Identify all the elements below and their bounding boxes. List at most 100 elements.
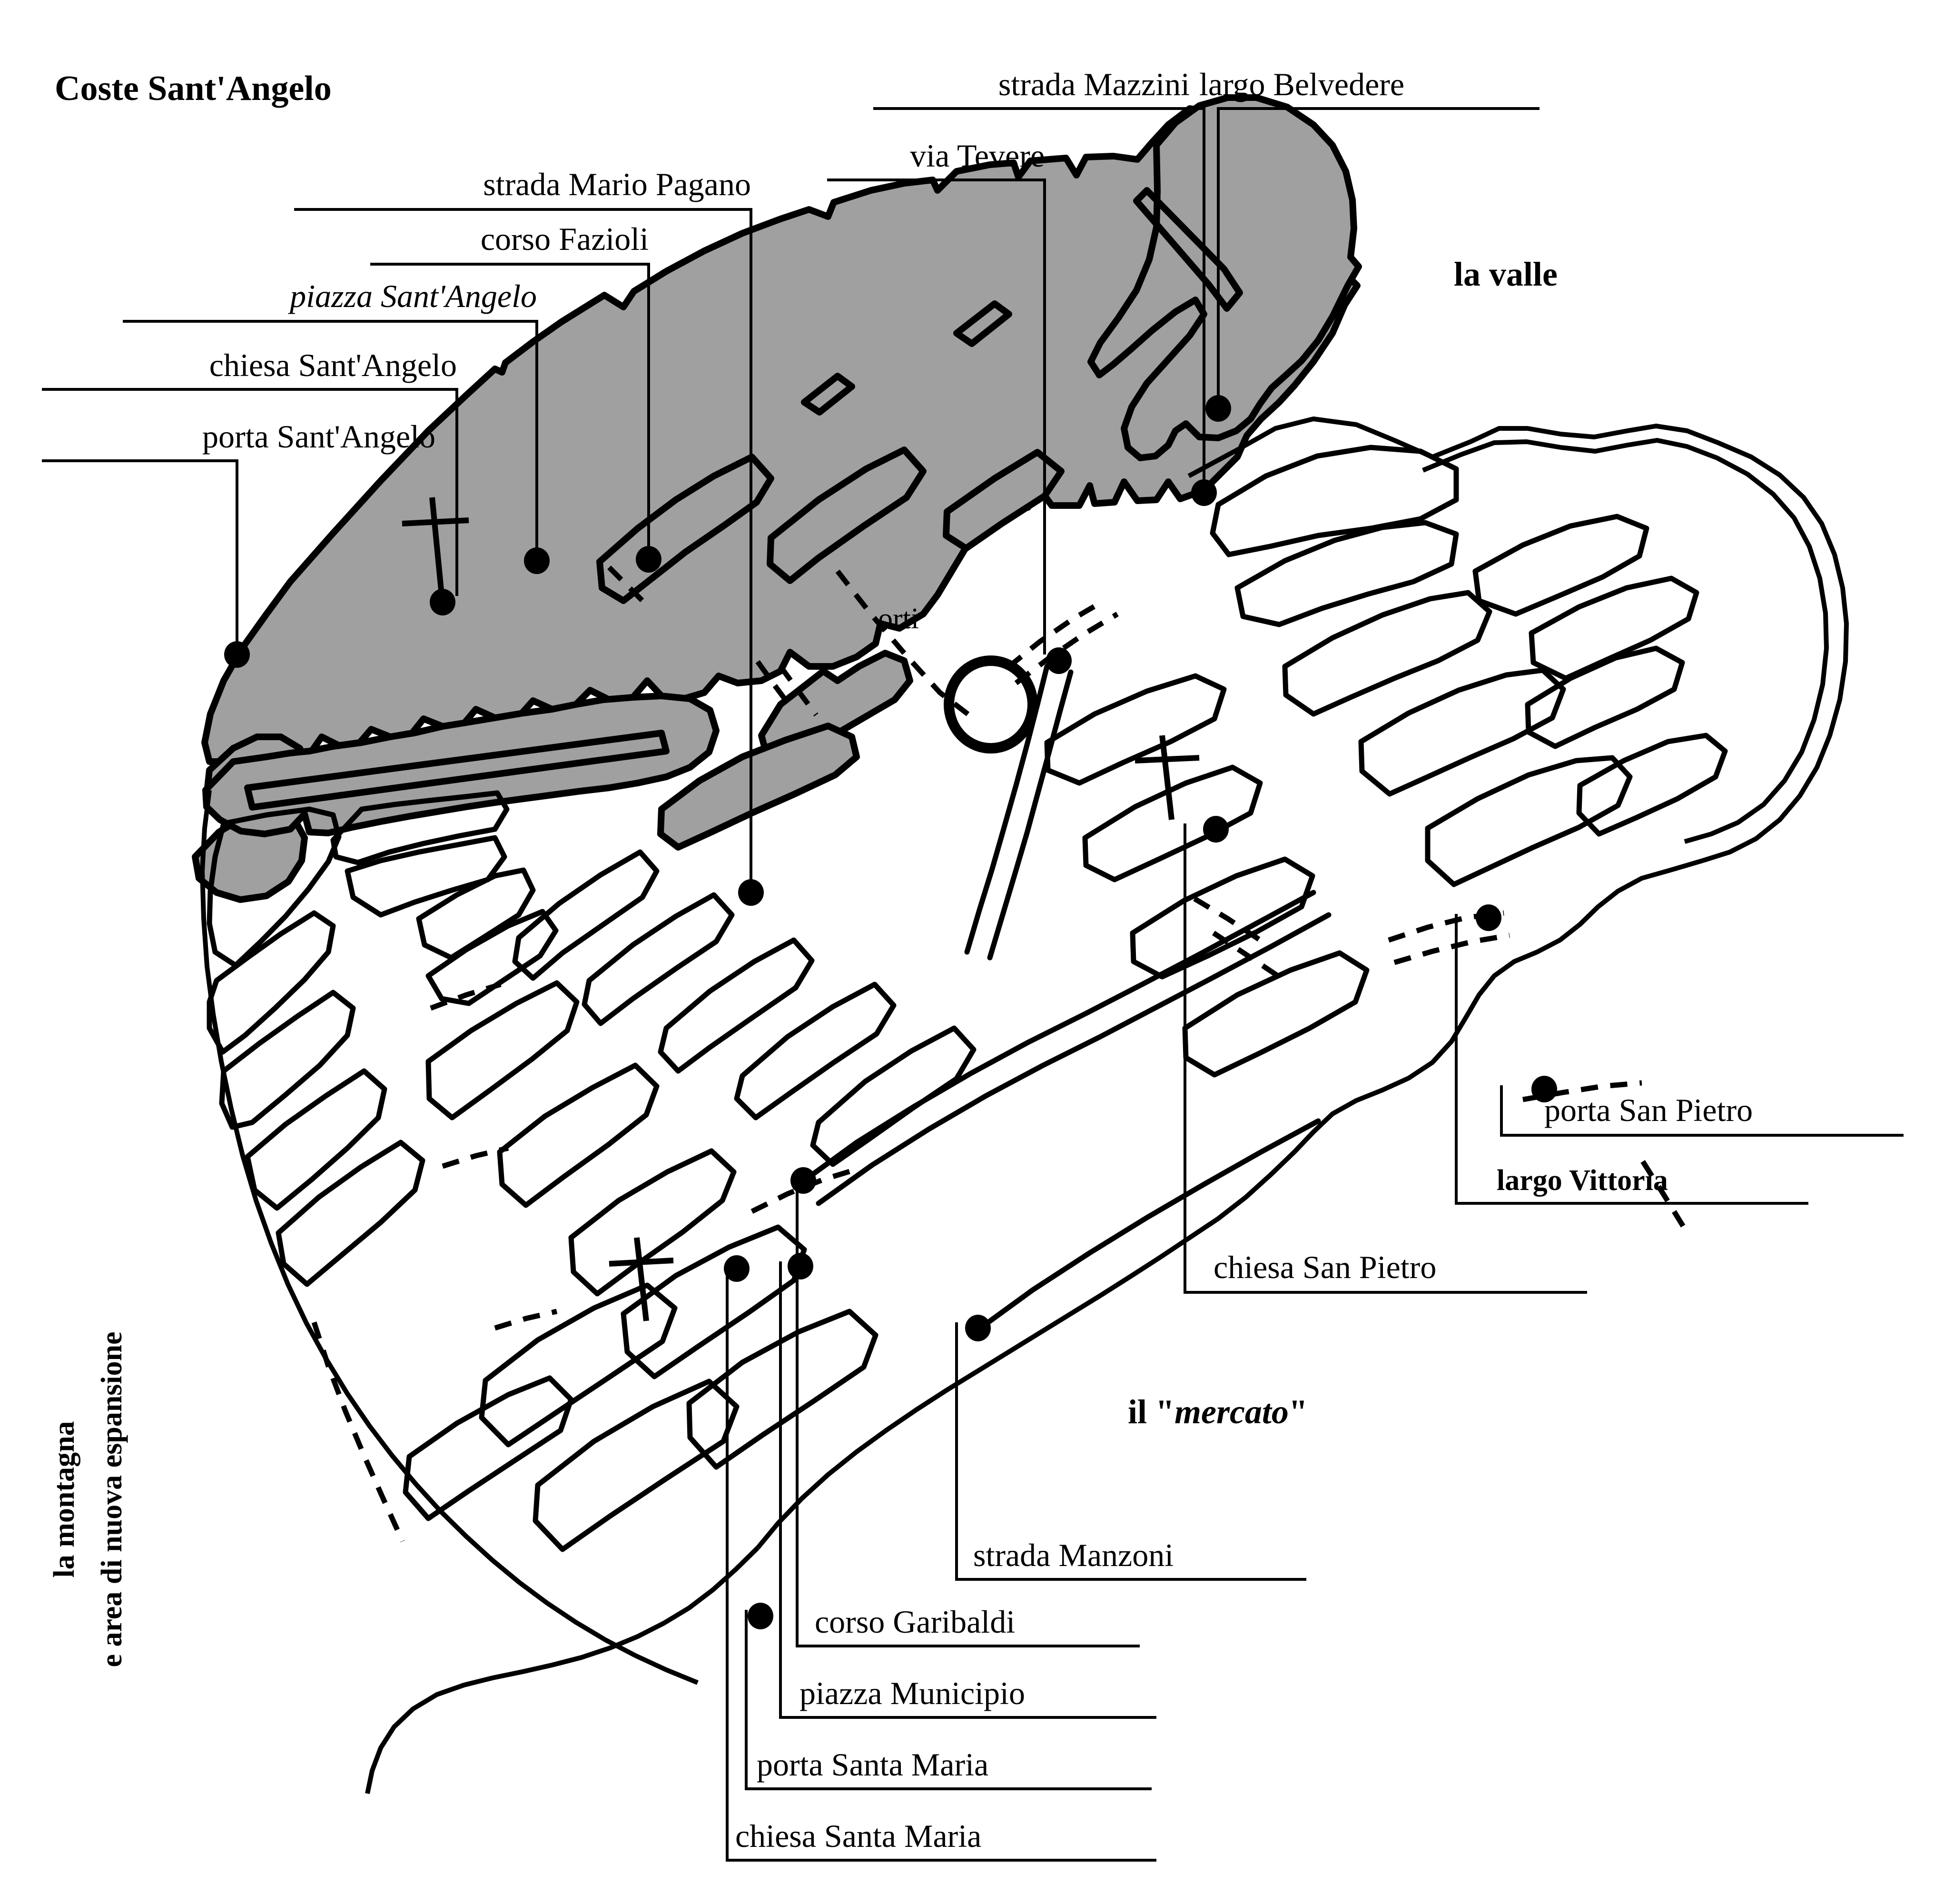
built-up-block-row-1 — [202, 693, 720, 837]
dashed-path-nw-3 — [778, 664, 819, 717]
leader-label-largo-vittoria: largo Vittoria — [1497, 1164, 1668, 1197]
leader-label-corso-garibaldi: corso Garibaldi — [815, 1604, 1015, 1640]
leader-corso-garibaldi — [796, 1176, 1140, 1647]
leader-chiesa-santa-maria — [726, 1265, 1156, 1862]
leader-chiesa-sant-angelo — [42, 388, 458, 596]
leader-label-piazza-sant-angelo: piazza Sant'Angelo — [288, 278, 537, 314]
parcel-mid-1 — [425, 980, 580, 1121]
marker-largo-belvedere — [1205, 395, 1231, 422]
rotated-label-la-montagna: la montagna — [48, 1421, 80, 1578]
dashed-path-parcel-2 — [442, 1145, 509, 1169]
leader-piazza-sant-angelo — [123, 320, 538, 555]
dashed-path-nw-2 — [755, 660, 795, 711]
parcel-long-2 — [582, 892, 735, 1026]
parcel-east-3 — [1282, 590, 1492, 717]
leader-piazza-municipio — [779, 1261, 1156, 1719]
marker-strada-mario-pagano — [738, 879, 764, 906]
marker-dots-group — [224, 395, 1557, 1629]
mercato-italic: mercato — [1174, 1393, 1289, 1431]
parcel-east-5 — [1425, 755, 1633, 887]
leader-label-corso-fazioli: corso Fazioli — [481, 221, 649, 257]
cross-san-pietro — [1135, 735, 1200, 820]
leader-label-largo-belvedere: largo Belvedere — [1199, 66, 1404, 102]
leader-largo-vittoria — [1455, 914, 1808, 1205]
leader-lines-group — [42, 107, 1904, 1862]
leader-corso-fazioli — [370, 263, 650, 553]
marker-porta-sant-angelo — [224, 641, 250, 668]
leader-label-porta-santa-maria: porta Santa Maria — [757, 1746, 988, 1783]
dashed-path-group — [311, 565, 1686, 1543]
church-crosses-group — [402, 497, 1200, 1321]
cross-santa-maria — [609, 1237, 674, 1321]
marker-porta-santa-maria — [748, 1603, 773, 1629]
parcel-east-7 — [1576, 733, 1728, 837]
leader-label-chiesa-san-pietro: chiesa San Pietro — [1214, 1249, 1436, 1285]
parcel-mid-2 — [497, 1062, 660, 1208]
mercato-suffix: " — [1289, 1393, 1308, 1431]
leader-chiesa-san-pietro — [1184, 823, 1587, 1294]
street-strada-manzoni — [977, 1118, 1321, 1331]
marker-largo-vittoria — [1476, 904, 1501, 931]
leader-label-chiesa-santa-maria: chiesa Santa Maria — [735, 1818, 981, 1854]
street-corso-garibaldi — [801, 890, 1316, 1183]
parcel-west-1 — [207, 806, 342, 968]
marker-strada-mazzini — [1191, 479, 1217, 506]
town-boundary-outer — [1187, 416, 1849, 863]
leader-label-piazza-municipio: piazza Municipio — [799, 1675, 1025, 1711]
parcel-santa-maria — [479, 1282, 678, 1448]
leader-label-via-tevere: via Tevere — [910, 138, 1045, 174]
marker-chiesa-san-pietro — [1203, 816, 1229, 843]
parcel-center-3 — [1130, 856, 1315, 980]
parcel-east-2 — [1234, 520, 1459, 627]
built-up-block-main-nw — [201, 105, 1361, 765]
parcel-east-9 — [1529, 575, 1699, 681]
labels-group: Coste Sant'Angelo la valle orti il "merc… — [48, 66, 1753, 1854]
parcel-south-1 — [533, 1378, 740, 1552]
parcel-south-2 — [403, 1375, 574, 1521]
leader-via-tevere — [827, 178, 1046, 654]
dashed-path-orti — [835, 569, 973, 719]
marker-chiesa-santa-maria — [724, 1255, 750, 1282]
area-label-la-valle: la valle — [1454, 255, 1558, 293]
dashed-path-parcel-3 — [494, 1309, 558, 1331]
town-boundary-outer-2 — [1422, 438, 1829, 844]
leader-label-chiesa-sant-angelo: chiesa Sant'Angelo — [209, 347, 457, 383]
highlight-circle-orti — [944, 655, 1038, 754]
parcel-east-4 — [1358, 667, 1566, 797]
leader-label-strada-mario-pagano: strada Mario Pagano — [483, 166, 751, 202]
parcel-west-4 — [245, 1068, 387, 1211]
leader-label-strada-mazzini: strada Mazzini — [998, 66, 1190, 102]
dashed-path-south-east — [1640, 1160, 1686, 1229]
parcel-east-1 — [1210, 445, 1459, 557]
parcel-network-group — [207, 445, 1728, 1552]
leader-largo-belvedere — [1217, 107, 1540, 402]
parcel-long-4 — [734, 982, 897, 1121]
leader-label-porta-sant-angelo: porta Sant'Angelo — [202, 418, 435, 455]
dashed-path-parcel-5 — [1212, 931, 1280, 978]
dashed-path-parcel-4 — [1193, 896, 1262, 942]
parcel-west-2 — [207, 910, 336, 1055]
town-boundary-south — [756, 1150, 1296, 1550]
marker-strada-manzoni — [965, 1315, 991, 1341]
marker-chiesa-sant-angelo — [430, 589, 455, 615]
rotated-label-e-area-di-nuova-espansione: e area di nuova espansione — [96, 1331, 128, 1667]
dashed-path-orti-3 — [1014, 612, 1119, 685]
marker-corso-garibaldi — [790, 1167, 816, 1194]
parcel-west-5 — [276, 1140, 425, 1287]
dashed-path-east-2 — [1393, 932, 1510, 965]
parcel-long-5 — [810, 1025, 977, 1167]
street-corso-garibaldi-2 — [816, 912, 1332, 1206]
parcel-row-a — [416, 867, 536, 961]
area-label-il-mercato: il "mercato" — [1128, 1393, 1308, 1431]
leader-porta-sant-angelo — [42, 459, 238, 648]
marker-corso-fazioli — [636, 546, 661, 573]
parcel-municipio-1 — [621, 1224, 807, 1379]
dashed-path-orti-2 — [1006, 598, 1105, 670]
street-main-north-2 — [987, 669, 1074, 961]
dashed-path-east-3 — [1522, 1080, 1642, 1102]
town-boundary-east-lower — [1293, 858, 1704, 1154]
area-label-orti: orti — [878, 603, 919, 635]
leader-label-porta-san-pietro: porta San Pietro — [1544, 1092, 1753, 1128]
parcel-long-1 — [512, 849, 660, 981]
